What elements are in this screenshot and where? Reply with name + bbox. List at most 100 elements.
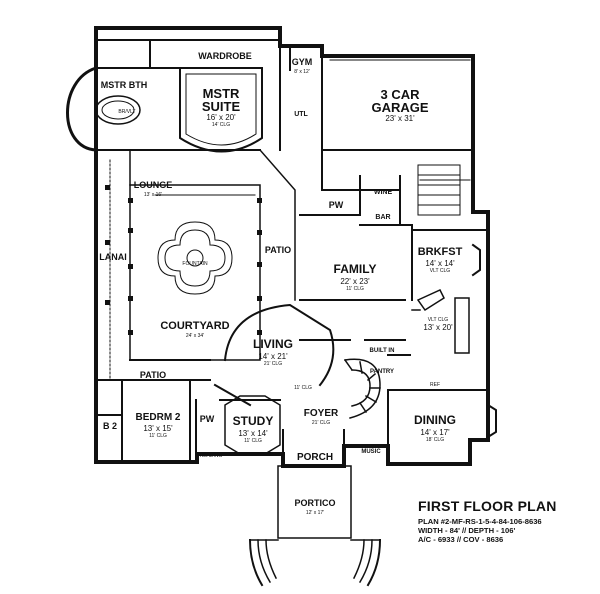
room-label: STUDY [232, 414, 274, 428]
columns [105, 185, 262, 335]
room-label: B 2 [102, 421, 117, 431]
room-music: MUSIC [356, 441, 386, 457]
master-bath-bay [66, 66, 98, 152]
room-label: MSTR BTH [100, 80, 148, 90]
room-label: DINING [414, 413, 456, 427]
living-walls [213, 303, 335, 407]
room-size: 12' x 17' [305, 510, 325, 516]
room-size: 22' x 23' [340, 277, 370, 286]
room-kitchen: VLT CLG 13' x 20' [418, 318, 458, 332]
study-walls [224, 395, 281, 455]
room-note: BR/VLT [118, 109, 136, 115]
room-ref: REF [425, 374, 445, 390]
master-suite-walls [179, 67, 263, 153]
room-lanai: LANAI [96, 248, 130, 264]
room-ceiling: 11' CLG [346, 286, 364, 292]
room-lounge: LOUNGE 13' x 16' [128, 176, 178, 198]
courtyard-area [109, 148, 296, 381]
room-label: READING [199, 453, 223, 459]
room-reading: READING [196, 445, 226, 461]
room-label: PORCH [296, 452, 334, 463]
room-porch: PORCH [290, 448, 340, 464]
room-foyer: FOYER 21' CLG [296, 404, 346, 426]
room-breakfast: BRKFST 14' x 14' VLT CLG [408, 243, 472, 274]
room-label: PW [328, 200, 344, 210]
plan-title: FIRST FLOOR PLAN [418, 498, 557, 514]
room-pantry: PANTRY [366, 361, 398, 377]
room-garage: 3 CAR GARAGE 23' x 31' [350, 88, 450, 123]
room-size: 13' x 20' [423, 323, 453, 332]
room-study: STUDY 13' x 14' 11' CLG [226, 413, 280, 444]
room-ceiling: 14' CLG [211, 122, 231, 128]
room-built-in: BUILT IN [365, 340, 399, 356]
room-label: PANTRY [370, 369, 394, 375]
room-size: 8' x 12' [294, 69, 310, 75]
room-label: LANAI [99, 252, 127, 262]
room-ceiling: 21' CLG [263, 361, 283, 367]
room-size: 13' x 16' [143, 192, 163, 198]
room-ceiling: VLT CLG [429, 268, 451, 274]
room-label: LOUNGE [133, 180, 173, 190]
interior-walls [95, 39, 489, 467]
room-size: 14' x 21' [258, 352, 288, 361]
room-label: FOUNTAIN [182, 261, 208, 267]
room-label: UTL [294, 111, 308, 118]
room-label: COURTYARD [160, 320, 230, 332]
room-label: GYM [291, 57, 313, 67]
room-bar: BAR [370, 207, 396, 223]
room-label: PW [199, 414, 215, 424]
room-label: BAR [375, 214, 391, 221]
room-wine: WINE [368, 182, 398, 198]
room-fountain: FOUNTAIN [175, 253, 215, 269]
spiral-stair [343, 358, 381, 419]
room-ceiling: 11' CLG [294, 385, 312, 391]
room-powder-upper: PW [326, 196, 346, 212]
room-label: BEDRM 2 [135, 412, 181, 423]
kitchen-island [411, 289, 470, 354]
room-label: MUSIC [361, 449, 381, 455]
portico [248, 465, 382, 587]
room-powder-lower: PW [196, 410, 218, 426]
room-label: WINE [373, 189, 393, 196]
room-size: 13' x 14' [238, 429, 268, 438]
room-ceiling: 11' CLG [149, 433, 167, 439]
room-label: PATIO [264, 245, 292, 255]
plan-number: PLAN #2-MF-RS-1-5-4-84-106-8636 [418, 517, 542, 526]
room-size: 24' x 34' [185, 333, 205, 339]
room-size: 23' x 31' [385, 114, 415, 123]
room-bedroom-2: BEDRM 2 13' x 15' 11' CLG [126, 408, 190, 439]
plan-areas: A/C - 6933 // COV - 8636 [418, 535, 504, 544]
fountain [157, 221, 233, 295]
room-label: REF [430, 382, 440, 388]
room-dining: DINING 14' x 17' 18' CLG [400, 412, 470, 443]
room-size: 14' x 14' [425, 259, 455, 268]
room-label: PATIO [139, 370, 167, 380]
room-master-bath-note: BR/VLT [110, 101, 144, 117]
room-patio-low: PATIO [133, 366, 173, 382]
room-label: BUILT IN [369, 348, 395, 354]
room-gym: GYM 8' x 12' [283, 53, 321, 75]
room-ceiling: 11' CLG [244, 438, 262, 444]
room-bath-2: B 2 [99, 417, 121, 433]
room-size: 13' x 15' [143, 424, 173, 433]
room-master-suite: MSTR SUITE 16' x 20' 14' CLG [186, 87, 256, 128]
room-master-bath: MSTR BTH [92, 76, 156, 92]
room-hall-ceiling: 11' CLG [288, 377, 318, 393]
room-patio-mid: PATIO [260, 241, 296, 257]
room-utility: UTL [291, 104, 311, 120]
room-wardrobe: WARDROBE [180, 47, 270, 63]
room-label: FAMILY [333, 262, 377, 276]
room-ceiling: 21' CLG [311, 420, 331, 426]
room-label: BRKFST [417, 246, 463, 258]
room-label: PORTICO [294, 498, 336, 508]
room-label: LIVING [252, 337, 293, 351]
room-label: WARDROBE [198, 51, 252, 61]
title-block: FIRST FLOOR PLAN PLAN #2-MF-RS-1-5-4-84-… [418, 498, 598, 544]
plan-dimensions: WIDTH - 84' // DEPTH - 106' [418, 526, 516, 535]
garage [329, 59, 471, 216]
room-size: 16' x 20' [206, 113, 236, 122]
room-family: FAMILY 22' x 23' 11' CLG [320, 261, 390, 292]
room-living: LIVING 14' x 21' 21' CLG [243, 336, 303, 367]
room-ceiling: 18' CLG [425, 437, 445, 443]
